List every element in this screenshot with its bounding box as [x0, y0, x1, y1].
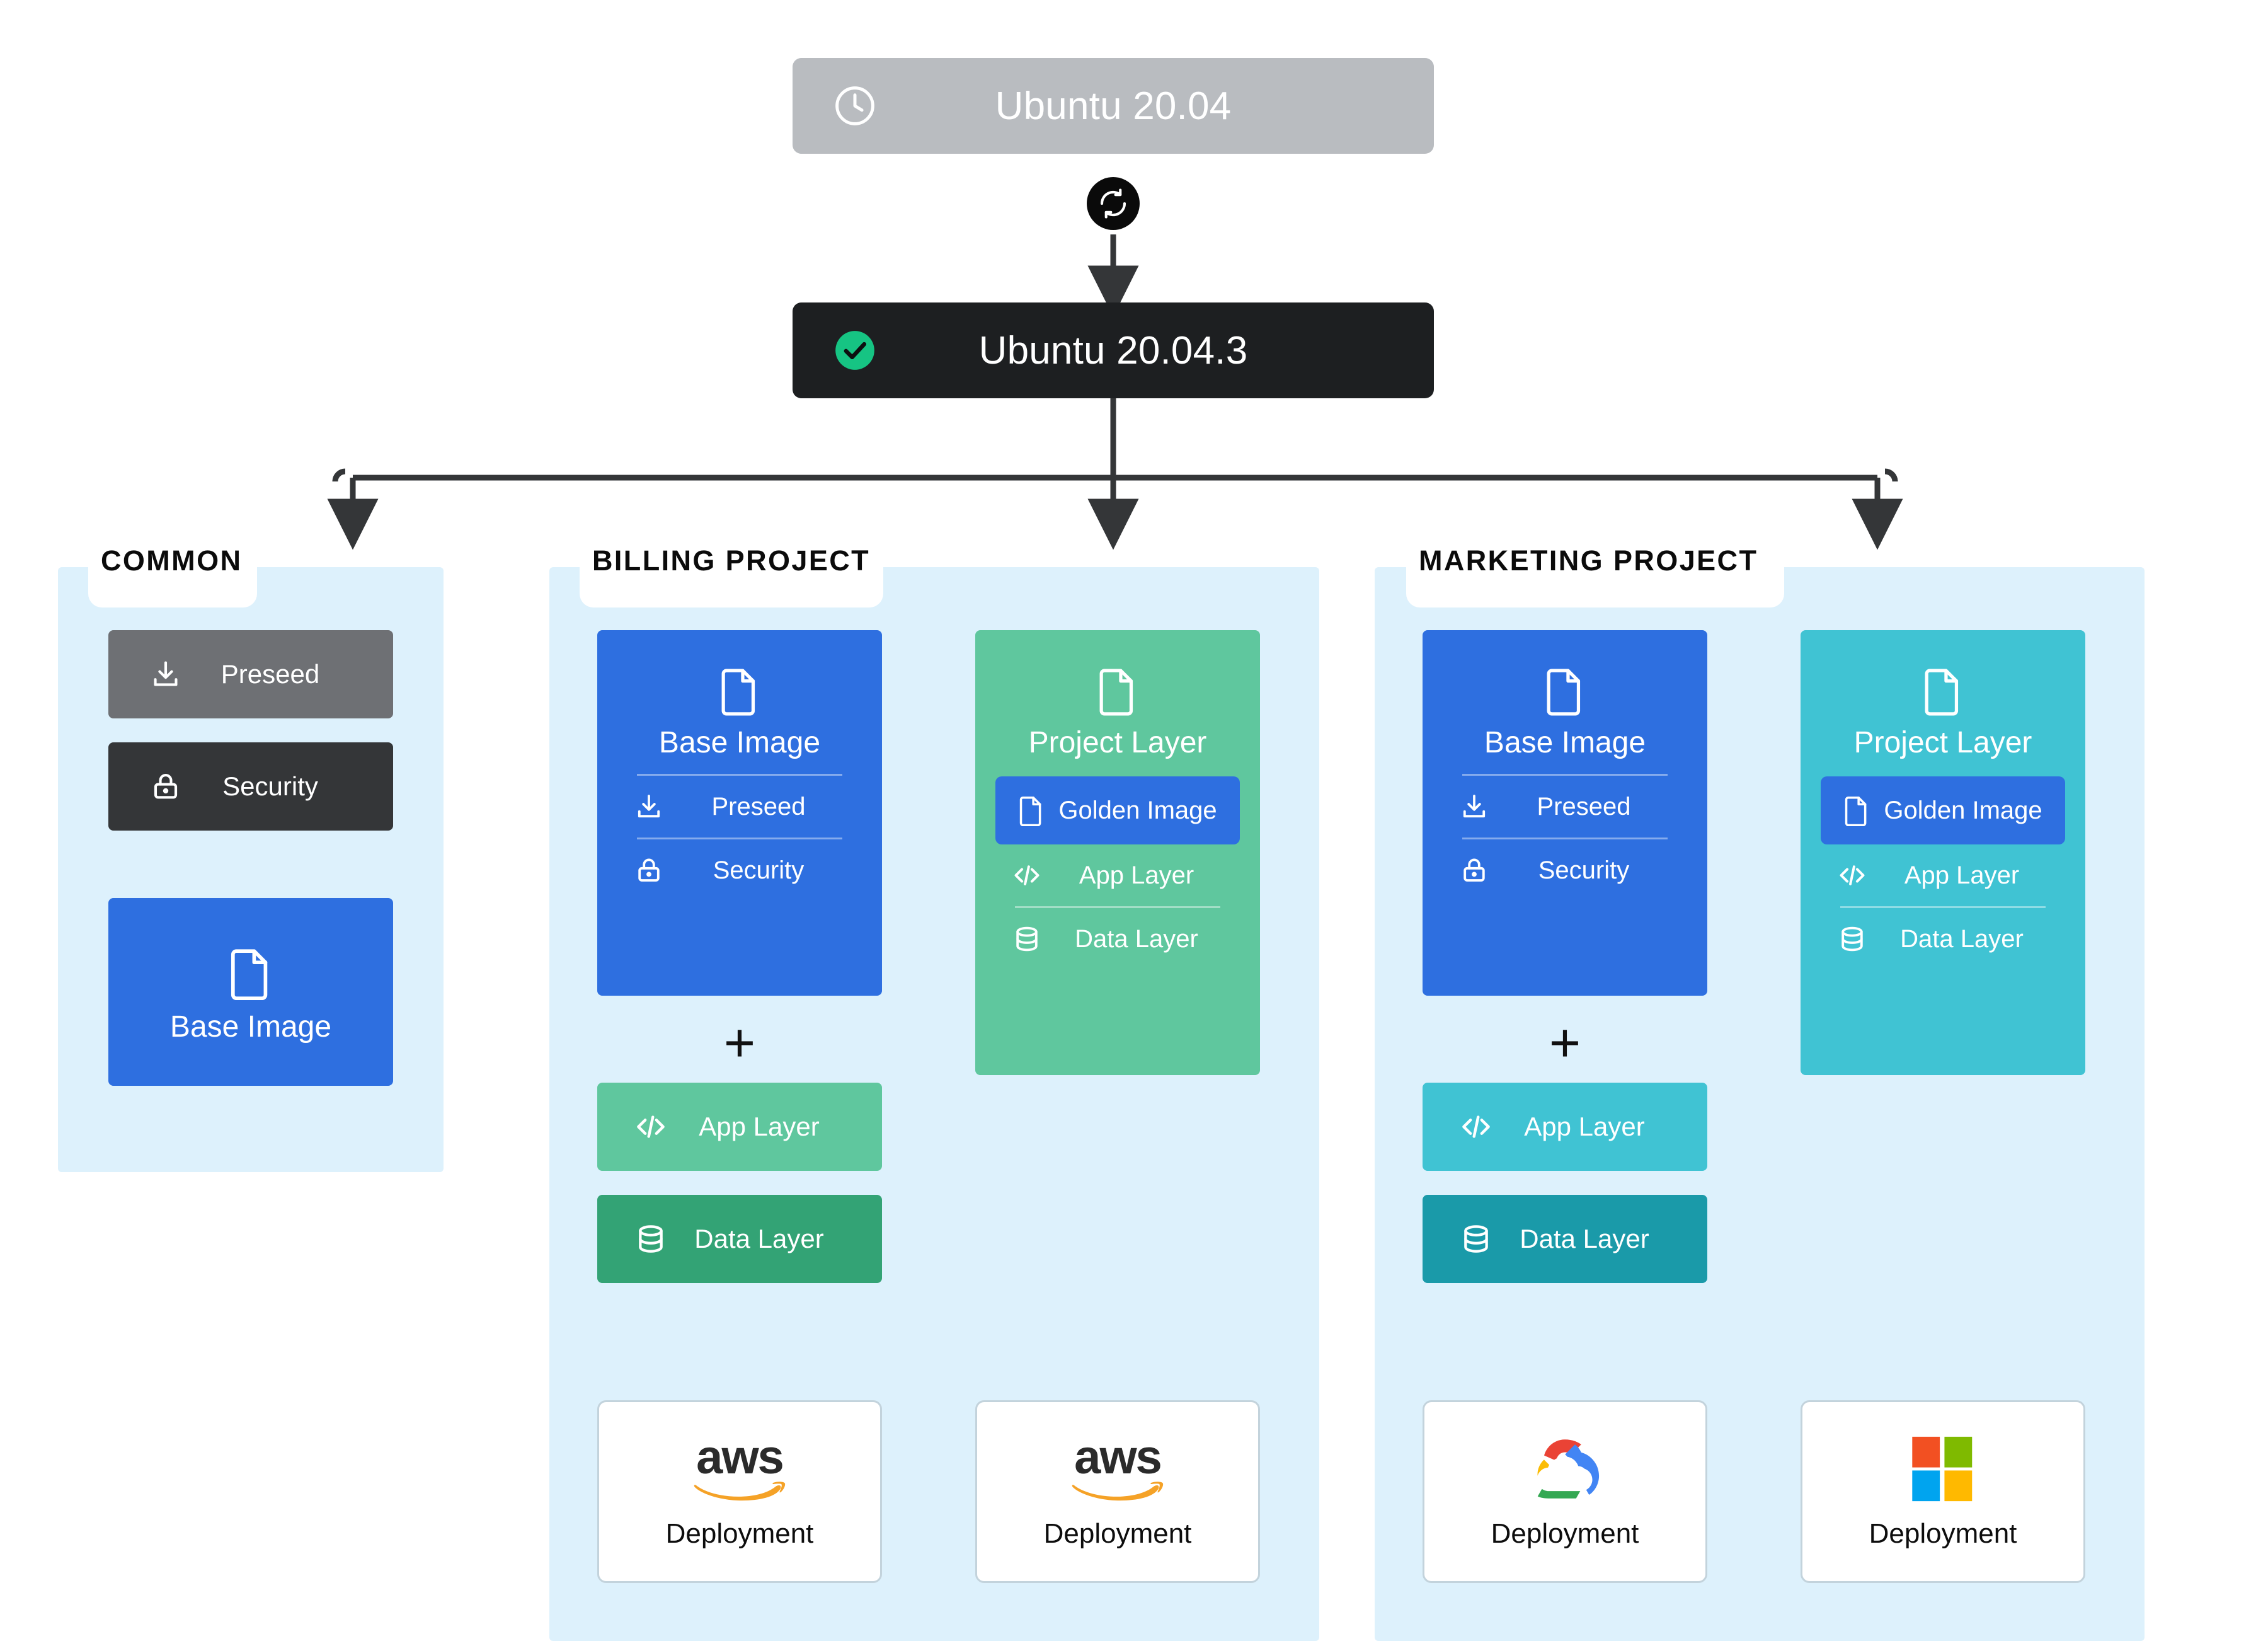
source-release-label: Ubuntu 20.04 [995, 84, 1232, 128]
code-icon [1458, 1108, 1494, 1145]
download-icon [147, 656, 184, 693]
source-release-pill[interactable]: Ubuntu 20.04 [793, 58, 1434, 154]
marketing-plus-sign: + [1549, 1013, 1581, 1073]
panel-tab-billing-label: BILLING PROJECT [592, 544, 871, 577]
clock-icon [832, 83, 878, 129]
database-icon [1458, 1221, 1494, 1257]
code-icon [633, 1108, 669, 1145]
marketing-deployment-label-1: Deployment [1491, 1518, 1639, 1549]
marketing-deployment-card-2[interactable]: Deployment [1801, 1400, 2085, 1583]
download-icon [632, 790, 666, 824]
document-icon [1544, 665, 1586, 719]
panel-tab-marketing-label: MARKETING PROJECT [1419, 544, 1758, 577]
billing-project-layer-title: Project Layer [1028, 726, 1207, 759]
divider [1840, 906, 2046, 908]
marketing-base-row-preseed[interactable]: Preseed [1448, 780, 1682, 834]
billing-base-image-card[interactable]: Base Image Preseed Security [597, 630, 882, 996]
marketing-golden-image-chip[interactable]: Golden Image [1820, 776, 2066, 844]
marketing-layer-app[interactable]: App Layer [1423, 1083, 1707, 1171]
common-chip-preseed[interactable]: Preseed [108, 630, 393, 718]
divider [637, 774, 842, 776]
billing-layer-data-label: Data Layer [694, 1224, 824, 1253]
document-icon [1922, 665, 1964, 719]
divider [1462, 774, 1668, 776]
marketing-layer-data[interactable]: Data Layer [1423, 1195, 1707, 1283]
billing-plus-sign: + [723, 1013, 756, 1073]
patched-release-label: Ubuntu 20.04.3 [978, 328, 1248, 372]
marketing-deployment-card-1[interactable]: Deployment [1423, 1400, 1707, 1583]
billing-base-row-security-label: Security [713, 856, 805, 884]
document-icon [1097, 665, 1138, 719]
billing-layer-app-label: App Layer [699, 1112, 820, 1141]
document-icon [1843, 795, 1875, 827]
marketing-project-row-app[interactable]: App Layer [1826, 848, 2060, 902]
document-icon [228, 946, 273, 1003]
common-chip-security[interactable]: Security [108, 742, 393, 831]
aws-logo: aws [692, 1434, 787, 1504]
billing-project-layer-card[interactable]: Project Layer Golden Image App Layer [975, 630, 1260, 1075]
billing-golden-image-chip[interactable]: Golden Image [995, 776, 1240, 844]
marketing-project-layer-title: Project Layer [1853, 726, 2032, 759]
marketing-project-row-data-label: Data Layer [1900, 924, 2024, 953]
marketing-layer-app-label: App Layer [1524, 1112, 1645, 1141]
marketing-base-row-preseed-label: Preseed [1537, 792, 1631, 820]
microsoft-azure-logo [1909, 1434, 1977, 1504]
marketing-golden-image-label: Golden Image [1884, 796, 2042, 824]
marketing-project-layer-card[interactable]: Project Layer Golden Image App Layer [1801, 630, 2085, 1075]
code-icon [1835, 858, 1869, 892]
billing-deployment-card-1[interactable]: aws Deployment [597, 1400, 882, 1583]
billing-deployment-label-1: Deployment [665, 1518, 814, 1549]
billing-base-image-title: Base Image [658, 726, 821, 759]
common-chip-preseed-label: Preseed [220, 659, 320, 689]
billing-deployment-label-2: Deployment [1043, 1518, 1192, 1549]
billing-project-row-app-label: App Layer [1079, 861, 1194, 889]
common-chip-security-label: Security [222, 771, 318, 801]
billing-golden-image-label: Golden Image [1058, 796, 1217, 824]
common-base-image-card[interactable]: Base Image [108, 898, 393, 1086]
panel-tab-marketing: MARKETING PROJECT [1406, 544, 1784, 607]
billing-project-row-data-label: Data Layer [1075, 924, 1198, 953]
common-base-image-title: Base Image [169, 1010, 332, 1044]
database-icon [1835, 922, 1869, 956]
database-icon [1010, 922, 1044, 956]
document-icon [719, 665, 760, 719]
billing-project-row-app[interactable]: App Layer [1001, 848, 1235, 902]
divider [637, 838, 842, 839]
divider [1462, 838, 1668, 839]
marketing-deployment-label-2: Deployment [1869, 1518, 2017, 1549]
marketing-base-image-title: Base Image [1484, 726, 1646, 759]
billing-base-row-preseed-label: Preseed [711, 792, 806, 820]
panel-tab-common: COMMON [88, 544, 257, 607]
aws-wordmark: aws [696, 1431, 784, 1484]
billing-base-row-preseed[interactable]: Preseed [623, 780, 857, 834]
marketing-base-image-card[interactable]: Base Image Preseed Security [1423, 630, 1707, 996]
billing-deployment-card-2[interactable]: aws Deployment [975, 1400, 1260, 1583]
check-circle-icon [832, 327, 878, 374]
divider [1015, 906, 1220, 908]
marketing-project-row-data[interactable]: Data Layer [1826, 912, 2060, 966]
marketing-layer-data-label: Data Layer [1520, 1224, 1649, 1253]
marketing-base-row-security[interactable]: Security [1448, 843, 1682, 897]
lock-icon [632, 853, 666, 887]
marketing-project-row-app-label: App Layer [1904, 861, 2020, 889]
marketing-base-row-security-label: Security [1538, 856, 1630, 884]
billing-layer-app[interactable]: App Layer [597, 1083, 882, 1171]
lock-icon [147, 768, 184, 805]
panel-tab-billing: BILLING PROJECT [580, 544, 883, 607]
lock-icon [1457, 853, 1491, 887]
document-icon [1018, 795, 1050, 827]
database-icon [633, 1221, 669, 1257]
panel-tab-common-label: COMMON [101, 544, 243, 577]
aws-logo: aws [1070, 1434, 1165, 1504]
sync-refresh-icon[interactable] [1087, 177, 1140, 230]
google-cloud-logo [1528, 1434, 1602, 1504]
code-icon [1010, 858, 1044, 892]
download-icon [1457, 790, 1491, 824]
billing-project-row-data[interactable]: Data Layer [1001, 912, 1235, 966]
patched-release-pill[interactable]: Ubuntu 20.04.3 [793, 302, 1434, 398]
billing-layer-data[interactable]: Data Layer [597, 1195, 882, 1283]
aws-wordmark: aws [1074, 1431, 1162, 1484]
billing-base-row-security[interactable]: Security [623, 843, 857, 897]
